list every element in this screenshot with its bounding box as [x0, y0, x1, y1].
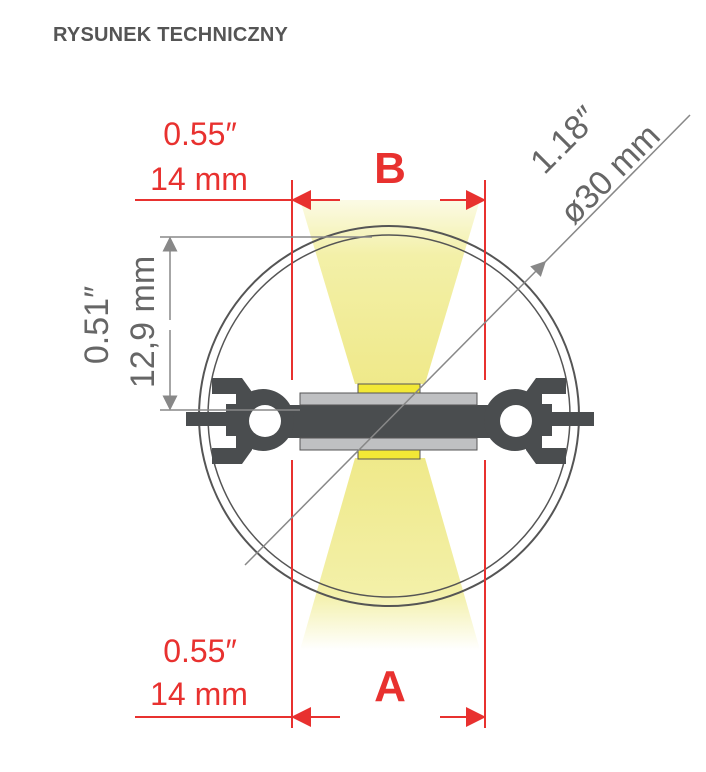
- screw-hole-right: [500, 405, 532, 437]
- light-beam-top: [300, 200, 480, 384]
- diameter-dimension-line: [244, 114, 691, 566]
- top-width-in: 0.55″: [163, 116, 237, 152]
- screw-hole-left: [249, 405, 281, 437]
- led-bottom: [357, 449, 421, 460]
- pcb-plate-top: [299, 392, 478, 406]
- light-beam-bottom: [300, 458, 480, 650]
- bottom-width-in: 0.55″: [163, 633, 237, 669]
- section-title: RYSUNEK TECHNICZNY: [53, 24, 289, 46]
- label-a: A: [374, 662, 406, 711]
- led-top: [357, 383, 421, 394]
- top-width-mm: 14 mm: [150, 161, 248, 197]
- height-mm: 12,9 mm: [124, 256, 162, 388]
- height-in: 0.51″: [78, 286, 116, 364]
- height-dimension-lines: [160, 236, 372, 411]
- label-b: B: [374, 144, 406, 193]
- width-dimension-lines: [135, 180, 486, 728]
- pcb-plate-bottom: [299, 437, 478, 451]
- bottom-width-mm: 14 mm: [150, 676, 248, 712]
